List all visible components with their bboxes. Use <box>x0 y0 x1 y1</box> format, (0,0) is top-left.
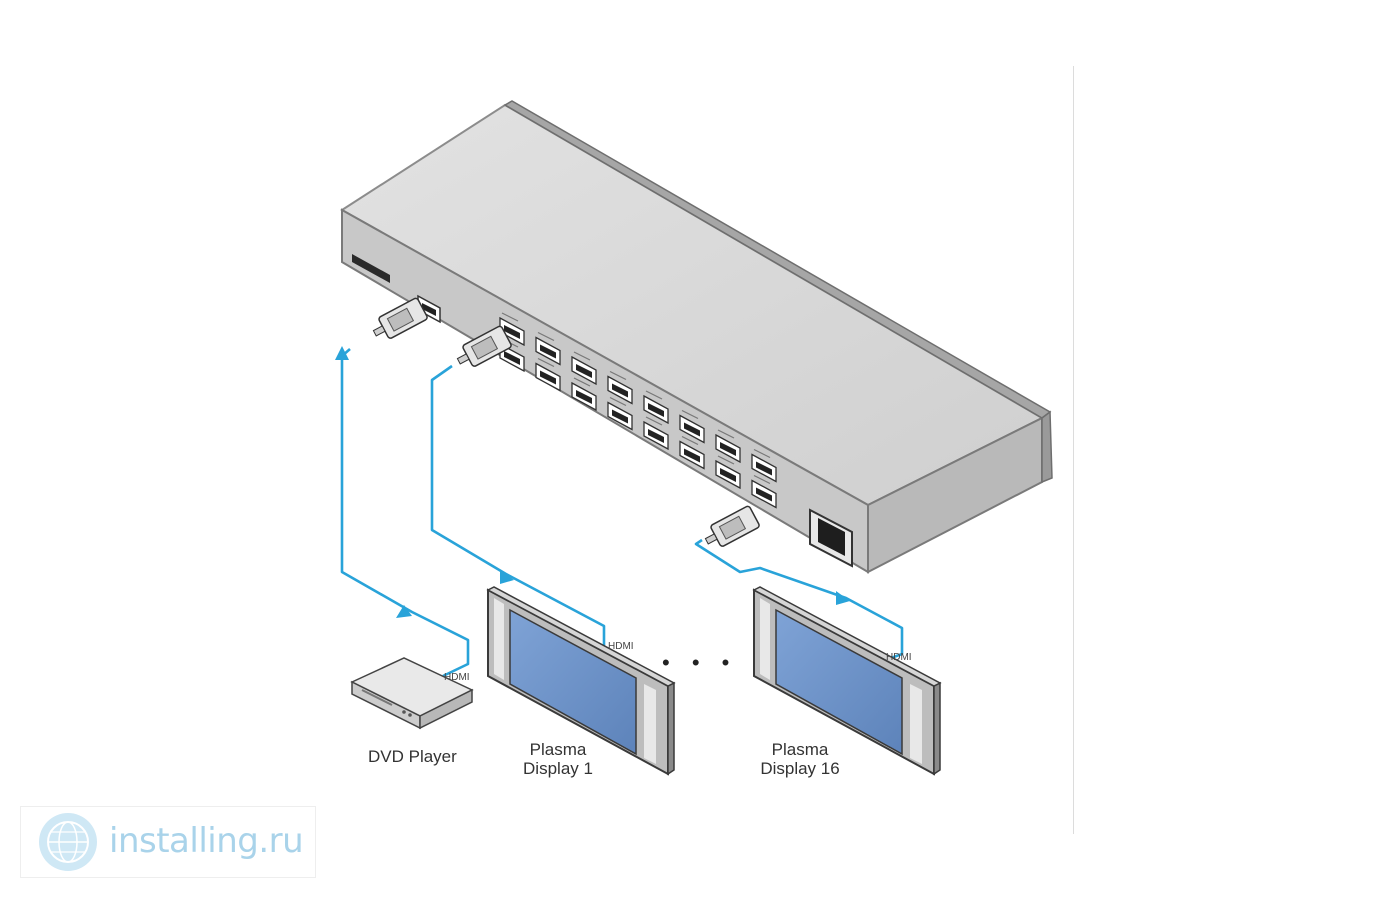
output-port <box>535 331 561 366</box>
output-port <box>571 377 597 412</box>
connector-input <box>372 297 428 339</box>
output-port <box>607 370 633 405</box>
connector-output16 <box>704 505 760 547</box>
output-port <box>643 416 669 451</box>
output-port <box>751 474 777 509</box>
hdmi-logo <box>352 254 390 283</box>
plasma-display-1 <box>486 586 676 776</box>
output-ports <box>499 312 777 509</box>
plasma-display-16 <box>752 586 942 776</box>
globe-icon <box>39 813 97 871</box>
arrow-down-display1 <box>500 570 514 584</box>
cable-output16-to-display16 <box>694 538 904 664</box>
plasma-display-1-label: Plasma Display 1 <box>506 740 610 778</box>
output-port <box>679 409 705 444</box>
arrow-down-display16 <box>836 591 850 605</box>
output-port <box>571 351 597 386</box>
output-port <box>607 396 633 431</box>
output-port <box>751 448 777 483</box>
plasma-display-16-label: Plasma Display 16 <box>748 740 852 778</box>
connector-output1 <box>456 325 512 367</box>
cable-arrows <box>335 346 850 618</box>
cable-connectors <box>372 297 760 547</box>
plasma-display-16-label-line1: Plasma <box>771 740 829 759</box>
ellipsis-more-displays: • • • <box>662 650 738 675</box>
hdmi-switcher-device <box>340 100 1053 574</box>
output-port <box>535 357 561 392</box>
arrow-up-dvd-mid <box>396 605 412 618</box>
watermark-logo: installing.ru <box>20 806 316 878</box>
output-port <box>643 390 669 425</box>
screen <box>775 608 903 756</box>
output-port <box>679 435 705 470</box>
page-divider <box>1073 66 1074 834</box>
hdmi-label-dvd: HDMI <box>444 672 470 683</box>
dvd-player-device <box>350 657 474 730</box>
plasma-display-1-label-line1: Plasma <box>529 740 587 759</box>
screen <box>509 608 637 756</box>
cable-dvd-to-input <box>340 348 470 678</box>
dvd-player-label: DVD Player <box>368 747 457 766</box>
power-inlet <box>809 508 853 568</box>
plasma-display-16-label-line2: Display 16 <box>760 759 840 778</box>
watermark-text: installing.ru <box>109 821 304 861</box>
plasma-display-1-label-line2: Display 1 <box>523 759 593 778</box>
output-port <box>715 455 741 490</box>
hdmi-label-display1: HDMI <box>608 641 634 652</box>
hdmi-label-display16: HDMI <box>886 652 912 663</box>
arrow-up-dvd <box>335 346 349 360</box>
output-port <box>715 429 741 464</box>
